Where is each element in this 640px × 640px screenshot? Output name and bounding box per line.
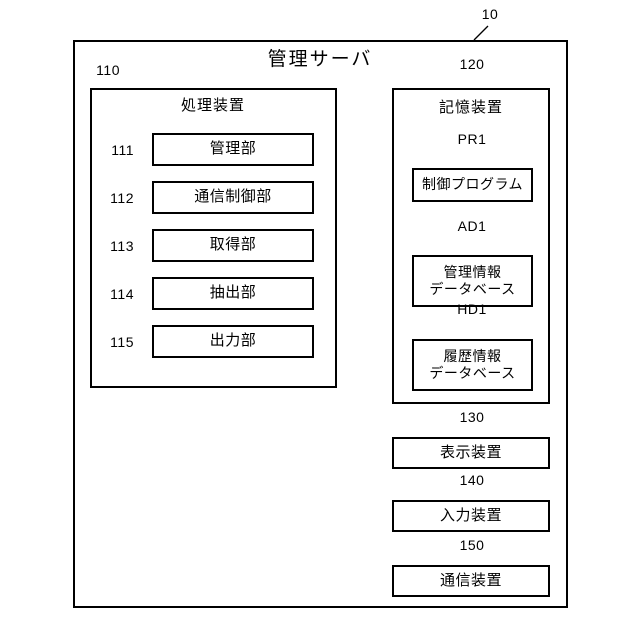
unit-box-acquisition: 取得部 [152,229,314,262]
unit-label-acquisition: 取得部 [209,236,257,254]
storage-device-title: 記憶装置 [438,99,503,116]
page-title: 管理サーバ [267,49,373,70]
ref-label-110: 110 [96,62,120,78]
ref-label-hd1: HD1 [457,301,487,317]
display-device-label: 表示装置 [439,443,502,461]
communication-device-label: 通信装置 [439,571,502,589]
ref-label-112: 112 [110,190,134,206]
unit-label-history-info-db: 履歴情報 データベース [429,347,516,382]
unit-label-management: 管理部 [209,140,257,158]
unit-box-output: 出力部 [152,325,314,358]
unit-box-history-info-db: 履歴情報 データベース [412,339,533,391]
ref-label-114: 114 [110,286,134,302]
input-device-box: 入力装置 [392,500,550,532]
unit-box-extraction: 抽出部 [152,277,314,310]
unit-label-extraction: 抽出部 [209,284,257,302]
ref-label-130: 130 [459,409,485,425]
ref-label-ad1: AD1 [457,218,487,234]
unit-label-management-info-db: 管理情報 データベース [429,263,516,298]
ref-label-150: 150 [459,537,485,553]
ref-label-10: 10 [481,6,499,22]
communication-device-box: 通信装置 [392,565,550,597]
ref-label-115: 115 [110,334,134,350]
unit-box-management: 管理部 [152,133,314,166]
ref-label-pr1: PR1 [457,131,487,147]
processing-device-title: 処理装置 [180,97,245,114]
unit-label-output: 出力部 [209,332,257,350]
unit-box-management-info-db: 管理情報 データベース [412,255,533,307]
unit-label-communication-control: 通信制御部 [194,188,272,206]
input-device-label: 入力装置 [439,506,502,524]
ref-label-111: 111 [111,142,134,158]
ref-label-120: 120 [459,56,485,72]
ref-label-140: 140 [459,472,485,488]
ref-label-113: 113 [110,238,134,254]
unit-box-communication-control: 通信制御部 [152,181,314,214]
display-device-box: 表示装置 [392,437,550,469]
unit-box-control-program: 制御プログラム [412,168,533,202]
unit-label-control-program: 制御プログラム [421,176,524,193]
